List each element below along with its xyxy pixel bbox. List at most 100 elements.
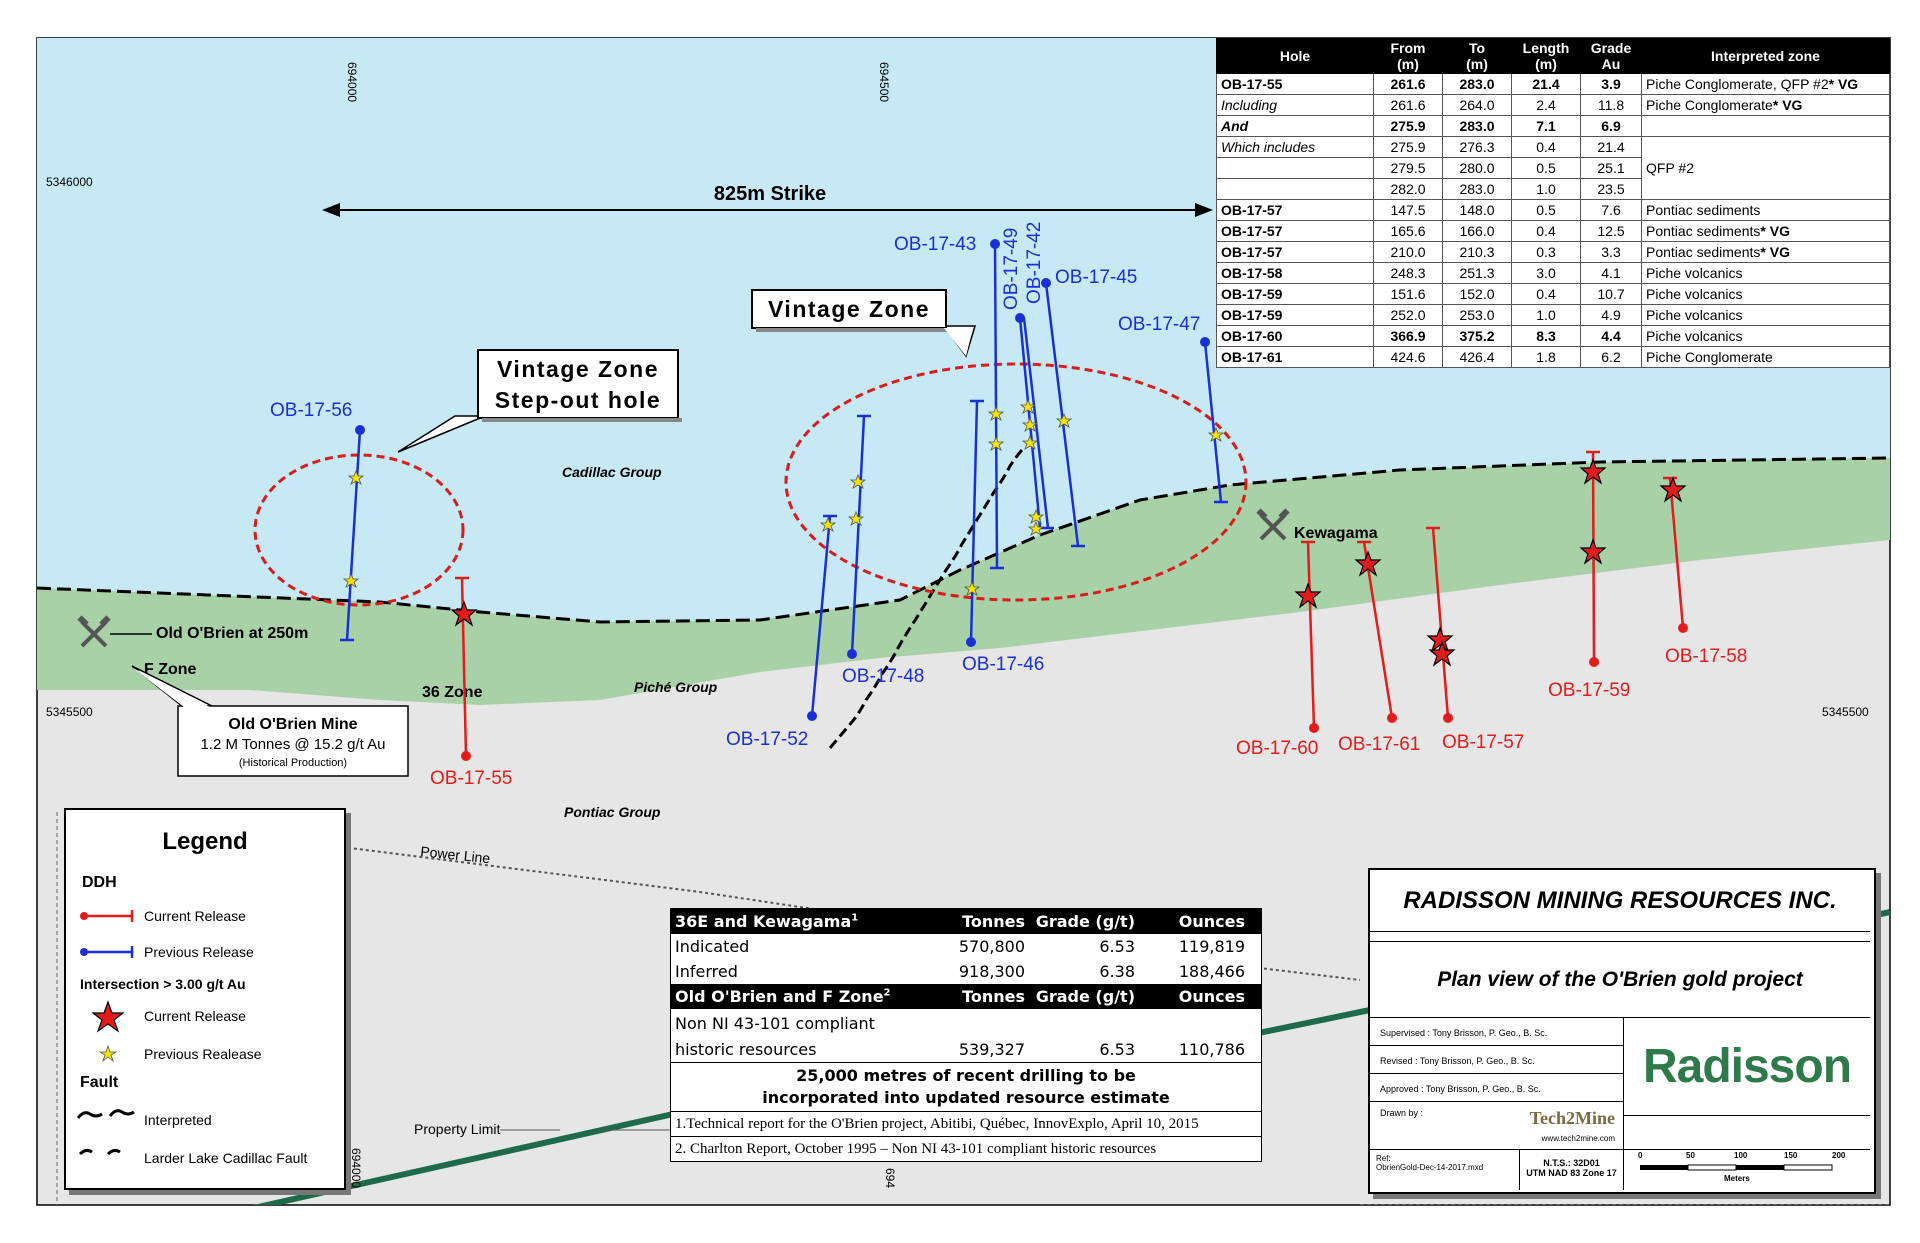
cell-hole xyxy=(1216,178,1374,200)
cell-zone xyxy=(1641,115,1890,137)
legend-fault: Fault xyxy=(80,1074,119,1091)
cell-grade: 6.2 xyxy=(1580,346,1642,368)
cell-from: 248.3 xyxy=(1373,262,1443,284)
cell-hole: OB-17-57 xyxy=(1216,199,1374,221)
cell-length: 2.4 xyxy=(1511,94,1581,116)
legend-star-symbols xyxy=(91,1000,125,1063)
hole-label-ob-17-61: OB-17-61 xyxy=(1338,734,1420,755)
col-length: Length(m) xyxy=(1511,38,1581,74)
stepout-label-line2: Step-out hole xyxy=(495,387,661,413)
vintage-stepout-ellipse xyxy=(253,453,465,607)
cell-length: 1.0 xyxy=(1511,178,1581,200)
visible-gold-flag: * VG xyxy=(1760,222,1790,239)
cell-length: 0.5 xyxy=(1511,157,1581,179)
cell-to: 152.0 xyxy=(1442,283,1512,305)
hole-label-ob-17-57: OB-17-57 xyxy=(1442,732,1524,753)
cell-grade: 3.9 xyxy=(1580,73,1642,95)
hole-label-ob-17-58: OB-17-58 xyxy=(1665,646,1747,667)
coord-y-right-lower: 5345500 xyxy=(1822,705,1869,719)
resource-footnote-2: 2. Charlton Report, October 1995 – Non N… xyxy=(671,1136,1261,1161)
cell-from: 275.9 xyxy=(1373,115,1443,137)
resource-section1-header: 36E and Kewagama1 Tonnes Grade (g/t) Oun… xyxy=(671,909,1261,934)
zone-36-label: 36 Zone xyxy=(422,684,483,701)
cell-to: 283.0 xyxy=(1442,178,1512,200)
cell-to: 264.0 xyxy=(1442,94,1512,116)
hole-labels: OB-17-56 OB-17-52 OB-17-48 OB-17-46 OB-1… xyxy=(270,222,1747,789)
cell-from: 151.6 xyxy=(1373,283,1443,305)
cadillac-group-label: Cadillac Group xyxy=(562,464,662,480)
power-line-label: Power Line xyxy=(420,843,492,866)
cell-length: 0.4 xyxy=(1511,220,1581,242)
cell-length: 8.3 xyxy=(1511,325,1581,347)
cell-hole: OB-17-59 xyxy=(1216,283,1374,305)
cell-grade: 23.5 xyxy=(1580,178,1642,200)
hole-label-ob-17-47: OB-17-47 xyxy=(1118,314,1200,335)
hole-label-ob-17-60: OB-17-60 xyxy=(1236,738,1318,759)
cell-grade: 11.8 xyxy=(1580,94,1642,116)
cell-to: 375.2 xyxy=(1442,325,1512,347)
cell-to: 148.0 xyxy=(1442,199,1512,221)
cell-hole: Including xyxy=(1216,94,1374,116)
vintage-zone-ellipse xyxy=(784,362,1248,602)
cell-from: 147.5 xyxy=(1373,199,1443,221)
map-title: Plan view of the O'Brien gold project xyxy=(1370,942,1870,1018)
cell-zone: Piche volcanics xyxy=(1641,262,1890,284)
cell-zone: Pontiac sediments* VG xyxy=(1641,220,1890,242)
cell-to: 253.0 xyxy=(1442,304,1512,326)
resource-note: 25,000 metres of recent drilling to be i… xyxy=(671,1062,1261,1112)
cell-hole: OB-17-55 xyxy=(1216,73,1374,95)
coord-y-left-upper: 5346000 xyxy=(46,175,93,189)
cell-to: 276.3 xyxy=(1442,136,1512,158)
hole-label-ob-17-59: OB-17-59 xyxy=(1548,680,1630,701)
cell-length: 3.0 xyxy=(1511,262,1581,284)
coord-y-left-lower: 5345500 xyxy=(46,705,93,719)
legend-int-previous: Previous Realease xyxy=(144,1046,262,1062)
legend-title: Legend xyxy=(162,828,248,855)
scale-bar: 0 50 100 150 200 Meters xyxy=(1638,1151,1846,1183)
cell-to: 210.3 xyxy=(1442,241,1512,263)
legend-fault-symbols xyxy=(76,1109,135,1156)
cell-hole: OB-17-57 xyxy=(1216,241,1374,263)
cell-to: 426.4 xyxy=(1442,346,1512,368)
visible-gold-flag: * VG xyxy=(1760,243,1790,260)
col-to: To(m) xyxy=(1442,38,1512,74)
cell-zone: Piche Conglomerate xyxy=(1641,346,1890,368)
cell-from: 165.6 xyxy=(1373,220,1443,242)
cell-grade: 4.1 xyxy=(1580,262,1642,284)
cell-length: 0.5 xyxy=(1511,199,1581,221)
old-obrien-250-label: Old O'Brien at 250m xyxy=(156,625,308,642)
vintage-zone-label: Vintage Zone xyxy=(768,296,930,322)
hole-label-ob-17-43: OB-17-43 xyxy=(894,234,976,255)
nts-cell: N.T.S.: 32D01 UTM NAD 83 Zone 17 xyxy=(1520,1150,1624,1190)
hole-label-ob-17-45: OB-17-45 xyxy=(1055,267,1137,288)
resource-hist-line1: Non NI 43-101 compliant xyxy=(675,1013,875,1033)
resource-section2-header: Old O'Brien and F Zone2 Tonnes Grade (g/… xyxy=(671,984,1261,1009)
title-block: RADISSON MINING RESOURCES INC. Plan view… xyxy=(1368,868,1876,1194)
cell-to: 283.0 xyxy=(1442,73,1512,95)
approved-by: Approved : Tony Brisson, P. Geo., B. Sc. xyxy=(1370,1074,1624,1102)
legend-interpreted: Interpreted xyxy=(144,1112,212,1128)
cell-to: 251.3 xyxy=(1442,262,1512,284)
kewagama-mine-icon xyxy=(1256,508,1290,541)
old-obrien-mine-icon xyxy=(77,615,111,648)
hole-label-ob-17-46: OB-17-46 xyxy=(962,654,1044,675)
hole-label-ob-17-55: OB-17-55 xyxy=(430,768,512,789)
cell-from: 252.0 xyxy=(1373,304,1443,326)
stepout-label-line1: Vintage Zone xyxy=(497,356,659,382)
cell-hole: OB-17-57 xyxy=(1216,220,1374,242)
cell-hole: OB-17-59 xyxy=(1216,304,1374,326)
cell-hole xyxy=(1216,157,1374,179)
visible-gold-flag: * VG xyxy=(1828,75,1859,92)
cell-from: 261.6 xyxy=(1373,73,1443,95)
